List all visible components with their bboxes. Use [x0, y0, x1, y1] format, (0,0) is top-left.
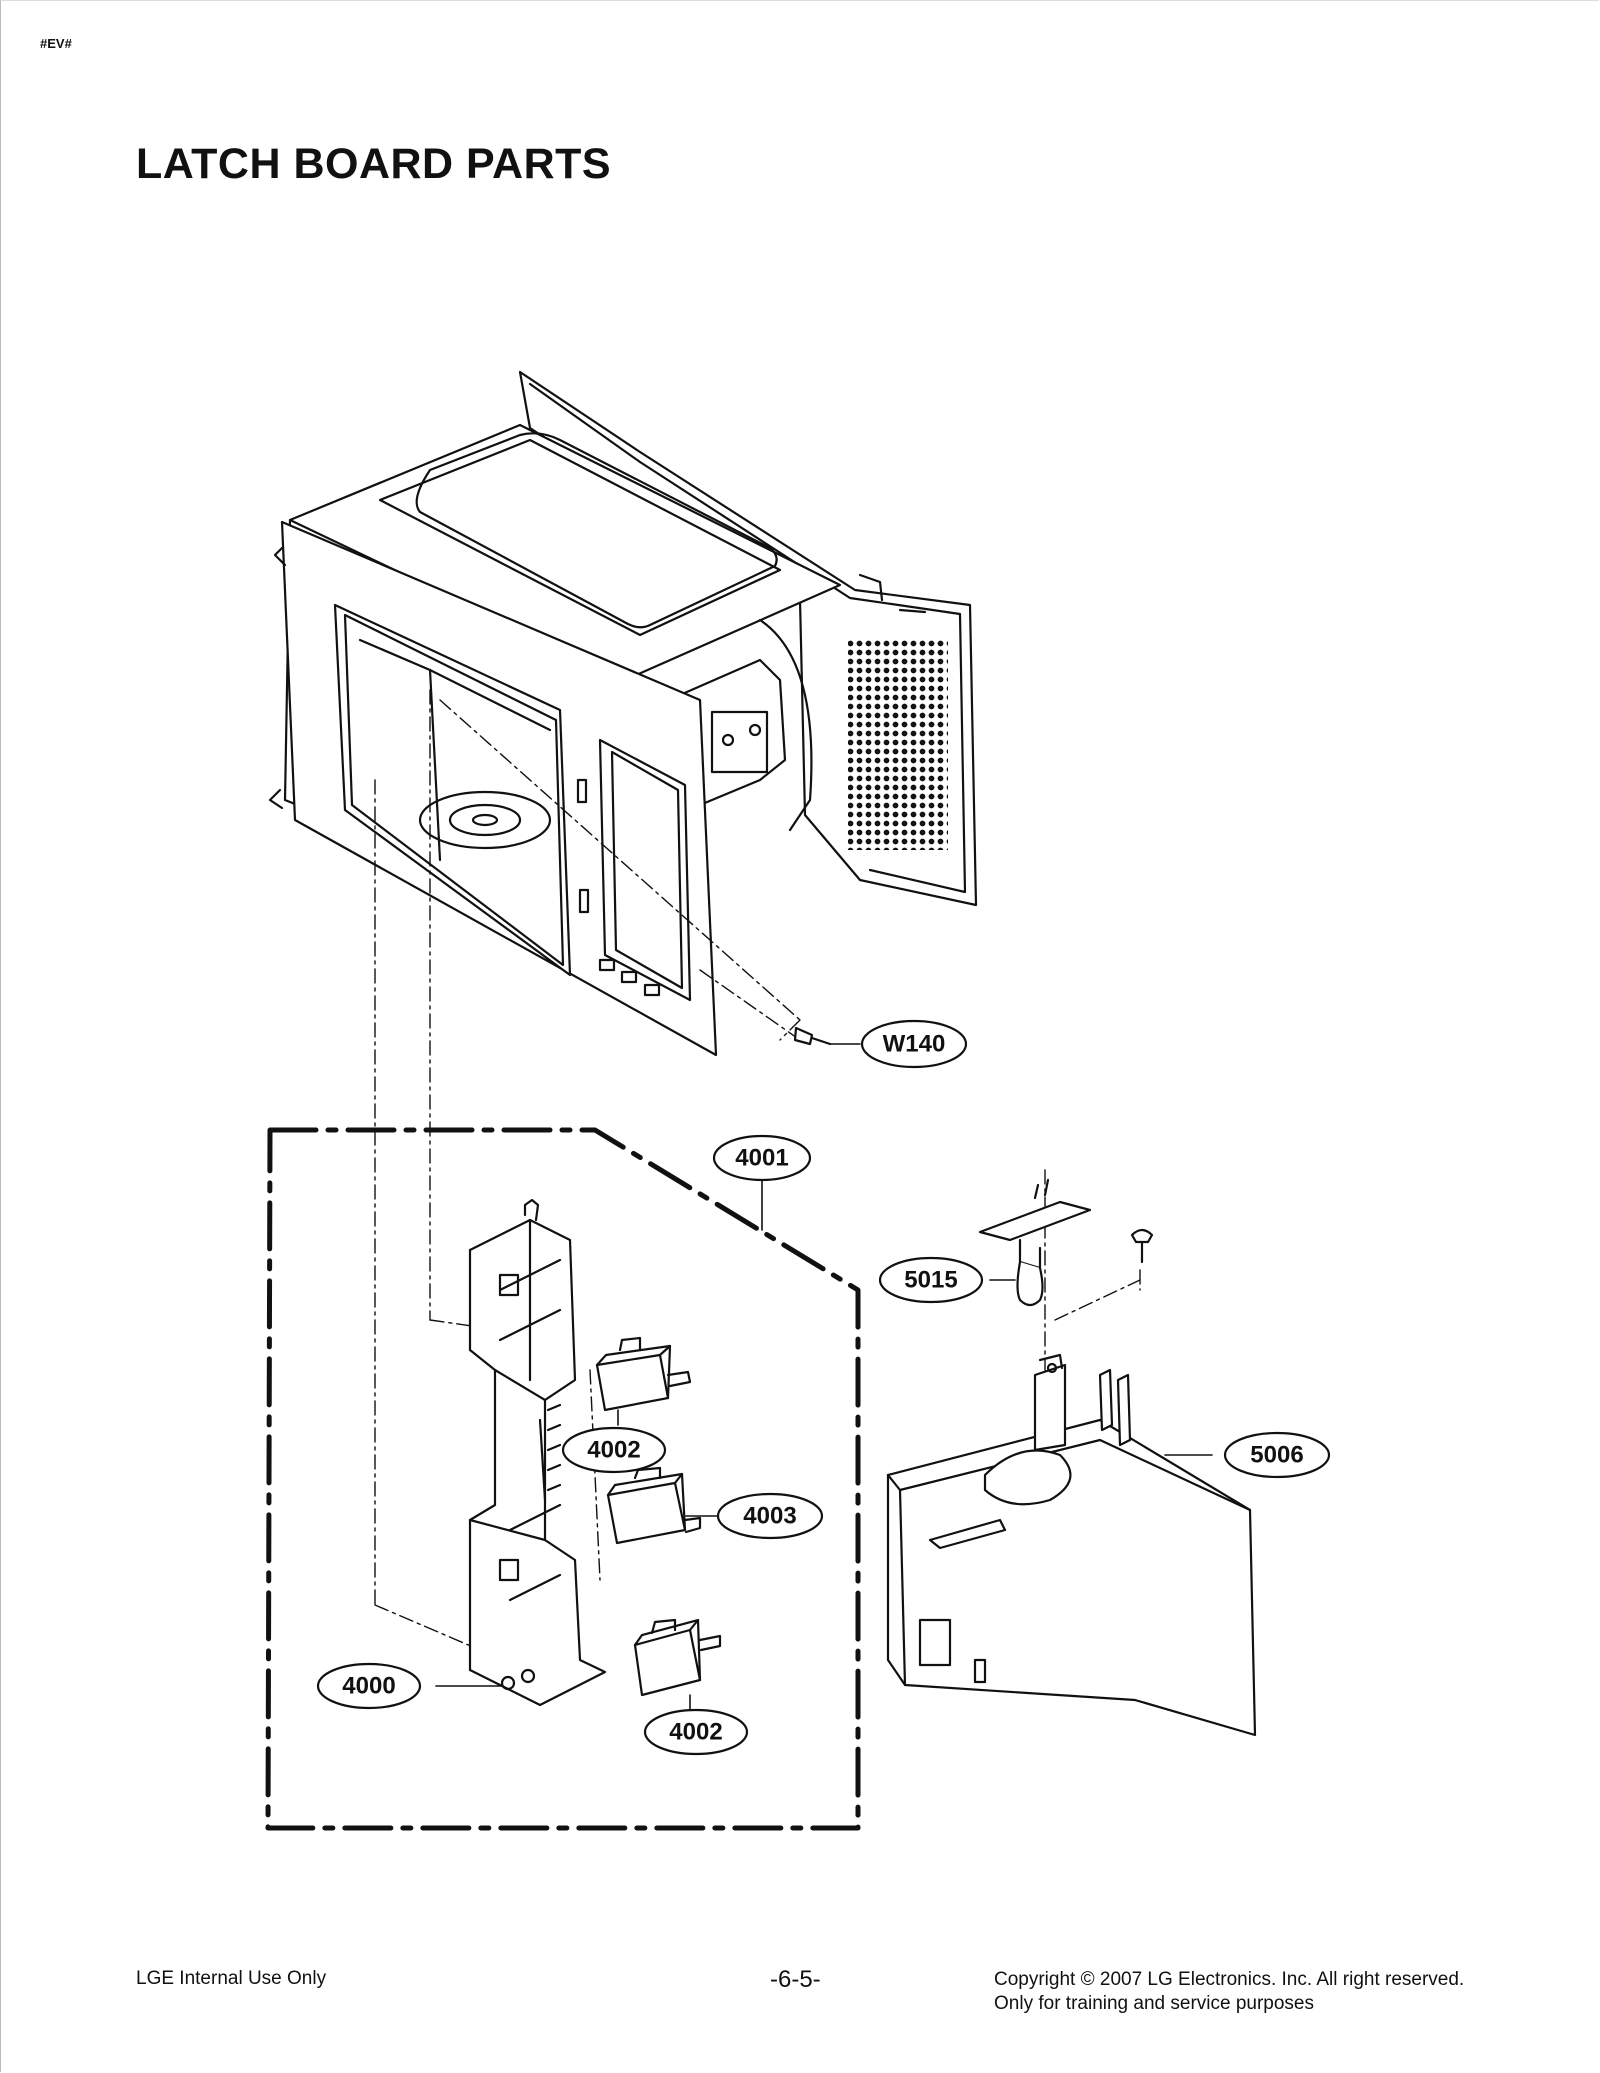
- svg-text:W140: W140: [883, 1030, 946, 1057]
- svg-text:4000: 4000: [342, 1672, 395, 1699]
- copyright-line: Copyright © 2007 LG Electronics. Inc. Al…: [994, 1969, 1465, 1990]
- lamp-screw-icon: [1130, 1228, 1154, 1264]
- svg-text:4002: 4002: [587, 1436, 640, 1463]
- callout-4001: 4001: [712, 1134, 812, 1182]
- microwave-cavity-drawing: [268, 370, 978, 1057]
- lamp-case-5006: [886, 1353, 1257, 1737]
- latch-assembly-boundary: [265, 1127, 861, 1831]
- document-code: #EV#: [40, 36, 72, 51]
- callout-5015: 5015: [878, 1256, 984, 1304]
- training-purpose-line: Only for training and service purposes: [994, 1993, 1314, 2014]
- callout-w140: W140: [860, 1019, 968, 1069]
- svg-text:4003: 4003: [743, 1502, 796, 1529]
- lamp-5015: [978, 1178, 1092, 1307]
- svg-text:4001: 4001: [735, 1144, 788, 1171]
- callout-4003: 4003: [716, 1492, 824, 1540]
- latch-board-part: [468, 1198, 607, 1707]
- page-title: LATCH BOARD PARTS: [136, 140, 612, 188]
- micro-switch-4003: [606, 1466, 702, 1545]
- callout-4000: 4000: [316, 1662, 422, 1710]
- micro-switch-4002-bottom: [633, 1618, 722, 1697]
- callout-5006: 5006: [1223, 1431, 1331, 1479]
- footer-copyright: Copyright © 2007 LG Electronics. Inc. Al…: [994, 1968, 1464, 2016]
- screw-w140-icon: [793, 1026, 861, 1046]
- footer-internal-use: LGE Internal Use Only: [136, 1968, 327, 1989]
- svg-text:5006: 5006: [1250, 1441, 1303, 1468]
- page-number: -6-5-: [770, 1966, 821, 1993]
- callout-4002a: 4002: [561, 1426, 667, 1474]
- svg-text:5015: 5015: [904, 1266, 957, 1293]
- assembly-guide-lines: [374, 689, 1141, 1651]
- micro-switch-4002-top: [595, 1336, 692, 1412]
- svg-text:4002: 4002: [669, 1718, 722, 1745]
- callout-4002b: 4002: [643, 1708, 749, 1756]
